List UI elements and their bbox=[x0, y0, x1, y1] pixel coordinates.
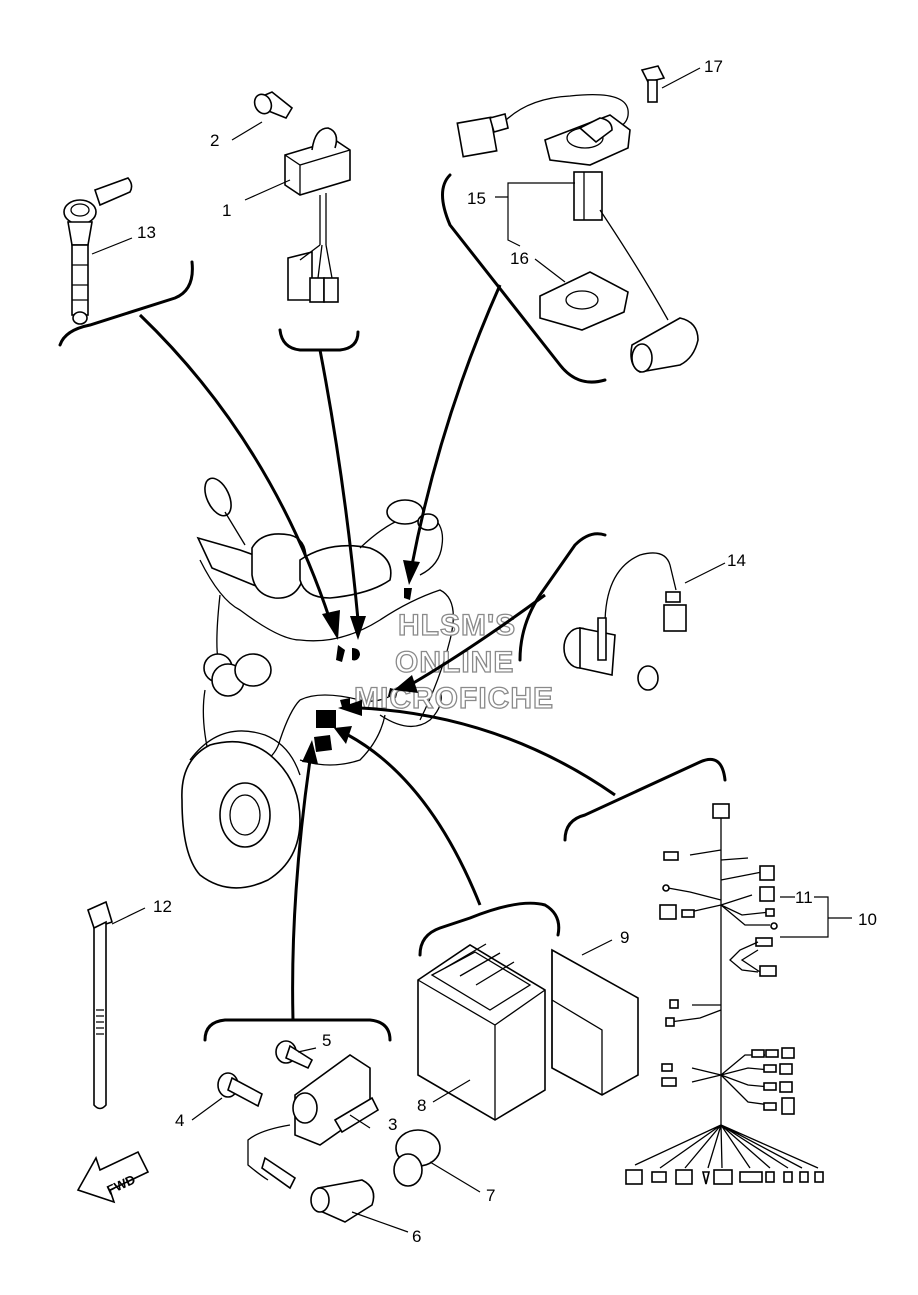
callout-2: 2 bbox=[210, 131, 219, 150]
callout-6: 6 bbox=[412, 1227, 421, 1246]
callout-1: 1 bbox=[222, 201, 231, 220]
callout-11: 11 bbox=[795, 888, 813, 907]
part-7-cap bbox=[393, 1129, 441, 1187]
callout-8: 8 bbox=[417, 1096, 426, 1115]
part-4-bolt bbox=[217, 1072, 263, 1108]
scooter-outline bbox=[181, 477, 454, 889]
part-16-gasket bbox=[539, 271, 629, 331]
callout-leaders bbox=[91, 67, 852, 1233]
bracket-10 bbox=[338, 700, 727, 842]
bracket-15 bbox=[403, 173, 607, 585]
callout-13: 13 bbox=[137, 223, 156, 242]
part-8-battery bbox=[417, 943, 546, 1121]
part-6-plug-cap bbox=[261, 1156, 375, 1223]
part-2-screw bbox=[253, 91, 294, 119]
part-12-cable-tie bbox=[87, 900, 113, 1110]
part-3-ignition-coil bbox=[247, 1054, 380, 1181]
part-10-wire-harness bbox=[625, 803, 824, 1185]
bracket-3 bbox=[203, 740, 392, 1042]
forward-arrow-icon: FWD bbox=[76, 1150, 150, 1204]
watermark-line-1: HLSM'S bbox=[398, 609, 516, 642]
watermark: HLSM'S ONLINE MICROFICHE bbox=[353, 608, 553, 715]
part-9-battery-band bbox=[551, 948, 639, 1096]
callout-7: 7 bbox=[486, 1186, 495, 1205]
part-17-bolt bbox=[640, 65, 666, 103]
callout-9: 9 bbox=[620, 928, 629, 947]
part-1-relay bbox=[284, 127, 351, 303]
part-13-plug-cap bbox=[63, 177, 133, 325]
watermark-line-2: ONLINE bbox=[395, 646, 514, 679]
callout-numbers: 1 2 3 4 5 6 7 8 9 10 11 12 13 14 15 16 1… bbox=[137, 57, 877, 1246]
callout-4: 4 bbox=[175, 1111, 184, 1130]
callout-10: 10 bbox=[858, 910, 877, 929]
bracket-1 bbox=[278, 328, 366, 640]
callout-15: 15 bbox=[467, 189, 486, 208]
part-15-fuel-sender bbox=[456, 93, 699, 373]
bracket-14 bbox=[394, 532, 607, 693]
part-14-starter-relay bbox=[563, 552, 687, 691]
callout-16: 16 bbox=[510, 249, 529, 268]
callout-17: 17 bbox=[704, 57, 723, 76]
bracket-13 bbox=[58, 260, 340, 640]
callout-5: 5 bbox=[322, 1031, 331, 1050]
callout-12: 12 bbox=[153, 897, 172, 916]
callout-14: 14 bbox=[727, 551, 746, 570]
bracket-8 bbox=[334, 726, 561, 957]
part-5-bolt bbox=[275, 1040, 314, 1070]
callout-3: 3 bbox=[388, 1115, 397, 1134]
